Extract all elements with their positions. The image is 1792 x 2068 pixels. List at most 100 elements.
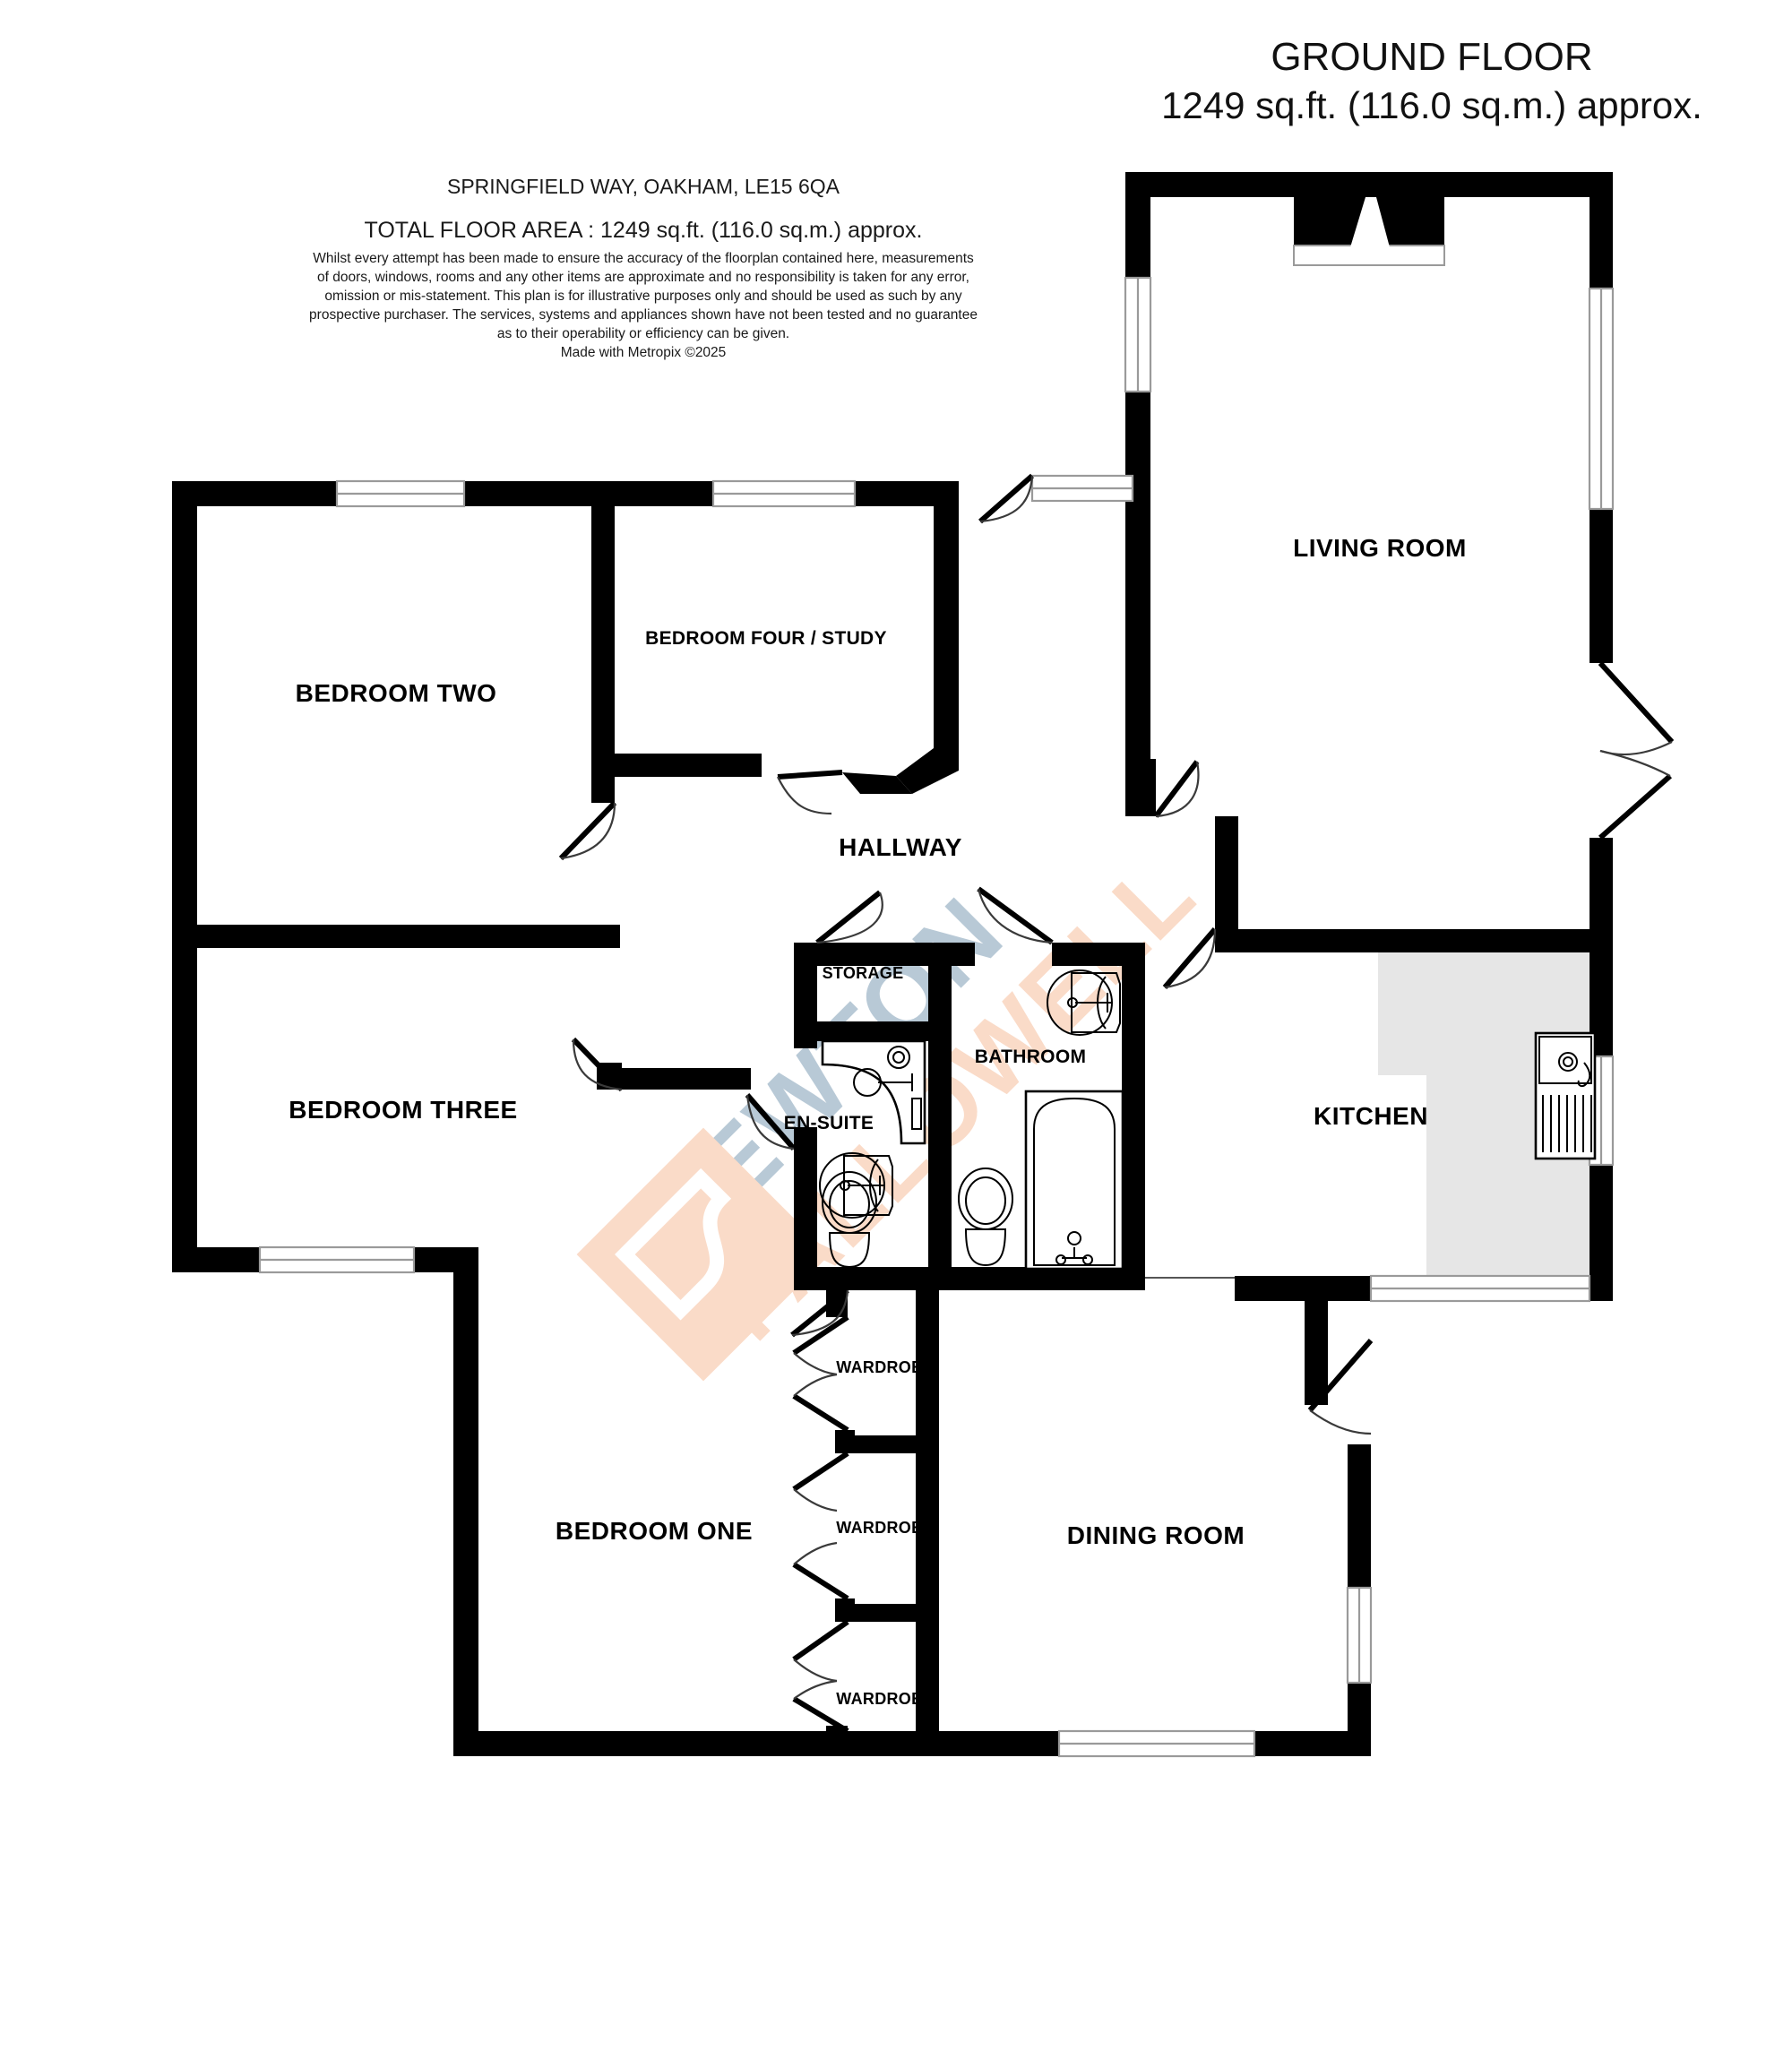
wall-hall-bed3-door-wall [620, 1068, 751, 1090]
window-living-top-left-panel [1030, 474, 1134, 503]
door-bedroom-three [571, 1037, 625, 1092]
window-kitchen-bottom [1369, 1274, 1591, 1303]
wall-bed4-right [934, 481, 959, 748]
wall-ensuite-bathroom-divider [928, 943, 952, 1290]
label-hallway: HALLWAY [839, 833, 962, 861]
label-living-room: LIVING ROOM [1293, 534, 1467, 562]
wall-bathroom-right [1122, 943, 1145, 1290]
wall-kitchen-bottom-mid [1305, 1276, 1371, 1301]
door-living-hall-top [978, 473, 1034, 524]
label-wardrobe-3: WARDROBE [836, 1690, 934, 1708]
wall-bed2-bed3-divider [172, 925, 620, 948]
door-living-hall-lower [1153, 760, 1200, 818]
kitchen-sink-with-drainer [1534, 1031, 1597, 1160]
label-bedroom-three: BEDROOM THREE [289, 1096, 517, 1124]
wall-dining-bottom-left [916, 1731, 1059, 1756]
label-bedroom-four-study: BEDROOM FOUR / STUDY [645, 628, 887, 649]
wall-patio-top-jamb [1590, 643, 1613, 663]
wall-kitchen-right-lower [1590, 1165, 1613, 1301]
label-dining-room: DINING ROOM [1067, 1521, 1245, 1549]
floor-title: GROUND FLOOR [1271, 35, 1592, 79]
wall-bed1-dining-divider [916, 1290, 939, 1756]
label-bathroom: BATHROOM [975, 1047, 1087, 1067]
wall-kitchen-dining-stub [1305, 1281, 1328, 1405]
door-kitchen-dining [1307, 1339, 1374, 1435]
label-kitchen: KITCHEN [1314, 1102, 1428, 1130]
bathroom-wash-basin [1047, 969, 1121, 1036]
door-hallway-bedroom-one [790, 1288, 849, 1338]
walls-group [172, 172, 1613, 1756]
wall-bed1-left-exterior [453, 1247, 478, 1756]
wall-hall-kitchen-divider [1215, 816, 1238, 931]
windows-group [258, 276, 1615, 1758]
window-bedroom-four-top [711, 479, 857, 508]
wall-bathroom-bottom [952, 1267, 1145, 1290]
wall-hall-bed2-stub [591, 754, 615, 803]
door-patio-french [1598, 660, 1675, 840]
door-storage [815, 890, 883, 945]
wall-kitchen-top-left [1215, 929, 1254, 952]
wall-bed4-bottom-left [591, 754, 762, 777]
wall-dining-right-lower [1348, 1683, 1371, 1756]
window-bedroom-three-bottom [258, 1245, 416, 1274]
label-storage: STORAGE [823, 964, 904, 982]
bathtub [1024, 1090, 1124, 1271]
floor-area-heading: 1249 sq.ft. (116.0 sq.m.) approx. [1161, 84, 1702, 126]
disclaimer-line-3: omission or mis-statement. This plan is … [324, 289, 962, 304]
wall-kitchen-top [1235, 929, 1613, 952]
label-wardrobe-1: WARDROBE [836, 1358, 934, 1376]
fireplace [1293, 197, 1445, 266]
wall-living-right-upper [1590, 172, 1613, 289]
disclaimer-line-4: prospective purchaser. The services, sys… [309, 307, 978, 323]
room-labels-group: LIVING ROOM BEDROOM TWO BEDROOM FOUR / S… [289, 534, 1467, 1708]
quadrant-shower [821, 1039, 926, 1145]
kitchen-worktop [1378, 952, 1613, 1288]
wall-bathroom-top [1052, 943, 1145, 966]
wall-living-top-left [1125, 172, 1613, 197]
disclaimer-line-1: Whilst every attempt has been made to en… [313, 251, 974, 266]
wall-ensuite-left-lower [794, 1136, 817, 1290]
door-wardrobe-1 [792, 1314, 849, 1433]
wall-living-left-upper [1125, 172, 1150, 278]
ensuite-toilet [822, 1171, 877, 1269]
door-wardrobe-3 [792, 1619, 849, 1734]
disclaimer-line-5: as to their operability or efficiency ca… [497, 326, 789, 341]
wall-ensuite-bottom [794, 1267, 952, 1290]
info-block: SPRINGFIELD WAY, OAKHAM, LE15 6QA TOTAL … [309, 175, 978, 360]
wall-living-left-mid [1125, 481, 1150, 759]
window-dining-right [1346, 1586, 1373, 1685]
wall-bed1-bottom-right [839, 1731, 928, 1756]
wall-storage-top [794, 943, 928, 966]
door-ensuite [745, 1093, 797, 1150]
header-block: GROUND FLOOR 1249 sq.ft. (116.0 sq.m.) a… [1161, 35, 1702, 126]
wall-dining-right-upper [1348, 1444, 1371, 1588]
label-wardrobe-2: WARDROBE [836, 1519, 934, 1537]
wall-bed4-angle [896, 748, 959, 794]
door-bedroom-four [777, 770, 843, 815]
wall-hall-bed3-stub [591, 925, 620, 948]
property-address: SPRINGFIELD WAY, OAKHAM, LE15 6QA [447, 175, 840, 198]
wall-bed2-bed4-divider [591, 481, 615, 777]
window-living-right-upper [1588, 287, 1615, 511]
wall-wardrobe-jamb-1 [835, 1430, 855, 1453]
window-living-left [1124, 276, 1152, 393]
wall-patio-bottom-jamb [1590, 838, 1613, 856]
wall-hall-living-stub [1125, 759, 1156, 816]
label-en-suite: EN-SUITE [784, 1113, 874, 1133]
wall-ensuite-jamb [794, 1127, 817, 1149]
door-bedroom-two [558, 800, 617, 861]
door-bathroom [977, 886, 1054, 945]
door-wardrobe-2 [792, 1451, 849, 1601]
wall-living-left-lower [1125, 392, 1150, 481]
wall-bed1-bottom [453, 1731, 839, 1756]
wall-wardrobe-jamb-2 [835, 1598, 855, 1622]
window-bedroom-two-top [335, 479, 466, 508]
disclaimer-line-2: of doors, windows, rooms and any other i… [317, 270, 969, 285]
wall-bed4-bottom-right [842, 772, 912, 794]
label-bedroom-two: BEDROOM TWO [296, 679, 497, 707]
door-kitchen-hall [1162, 927, 1218, 989]
wall-wardrobe-divider-1 [835, 1435, 939, 1453]
window-dining-bottom [1057, 1729, 1256, 1758]
wall-bathroom-left-jamb [952, 943, 975, 966]
